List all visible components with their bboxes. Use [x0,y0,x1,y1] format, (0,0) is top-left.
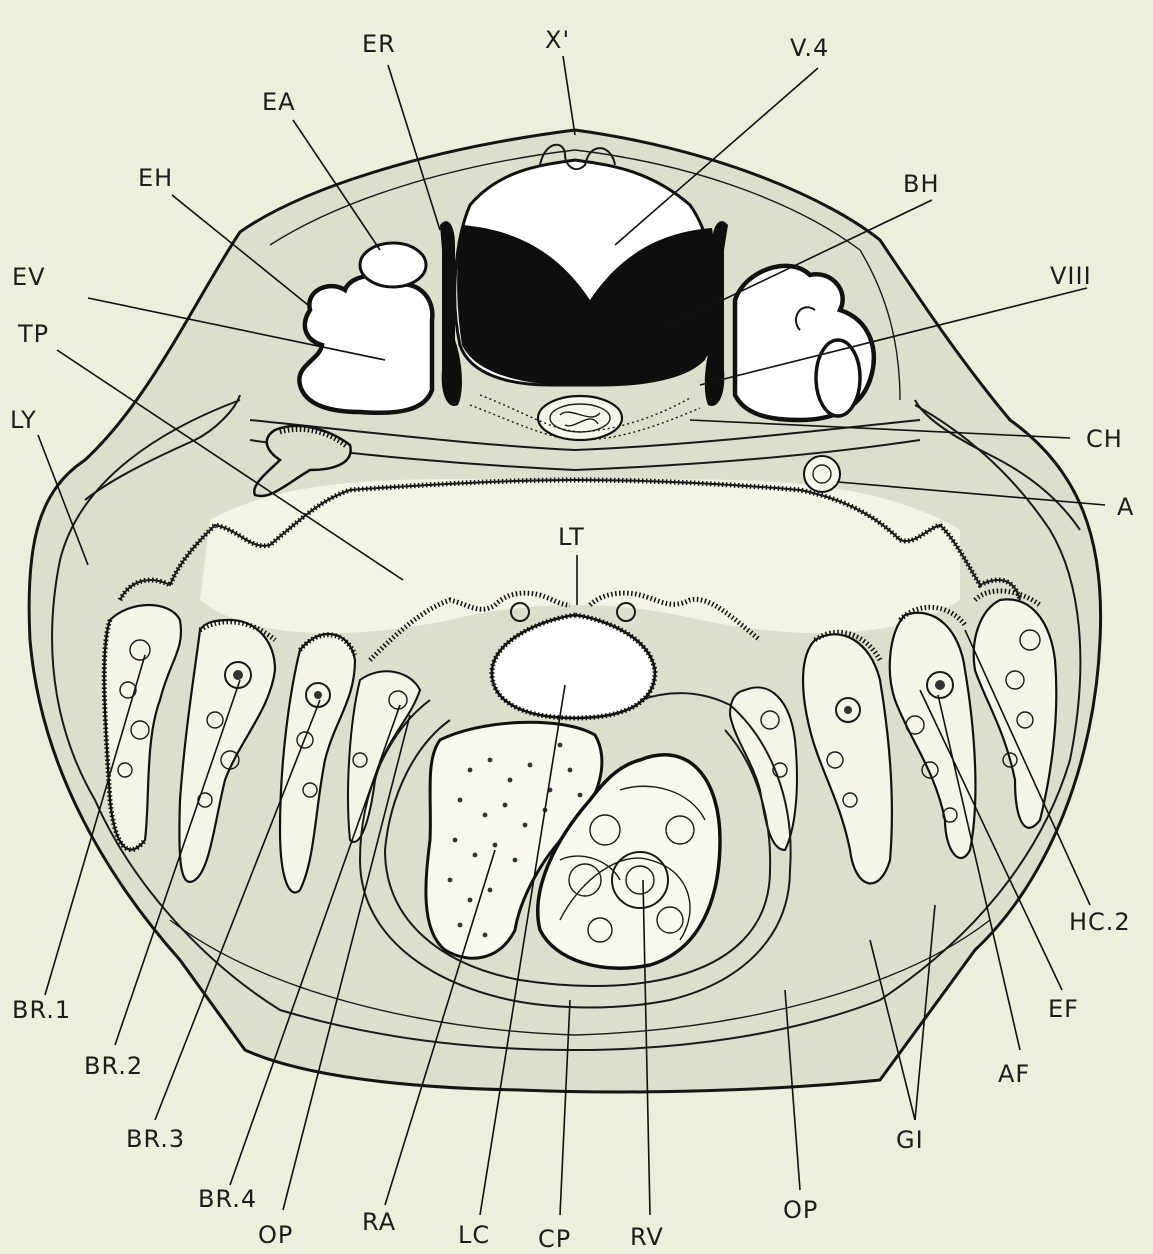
label-ch: CH [1086,425,1123,453]
label-lt: LT [558,523,585,551]
label-ef: EF [1048,995,1079,1023]
label-gi: GI [896,1126,924,1154]
label-ea: EA [262,88,296,116]
label-ev: EV [12,263,46,291]
label-tp: TP [17,320,49,348]
aorta [804,456,840,492]
label-op-right: OP [783,1196,818,1224]
label-a: A [1117,493,1134,521]
label-cp: CP [538,1225,571,1253]
label-v4: V.4 [790,34,829,62]
label-er: ER [362,30,396,58]
label-br2: BR.2 [84,1052,143,1080]
label-br4: BR.4 [198,1185,257,1213]
label-eh: EH [138,164,173,192]
label-ra: RA [362,1208,396,1236]
label-br3: BR.3 [126,1125,185,1153]
label-bh: BH [903,170,940,198]
label-rv: RV [630,1223,664,1251]
label-viii: VIII [1050,262,1092,290]
label-x: X' [545,26,570,54]
label-ly: LY [10,406,37,434]
label-op-left: OP [258,1221,293,1249]
label-br1: BR.1 [12,996,71,1024]
label-af: AF [998,1060,1030,1088]
thyroid-lumen [492,603,655,718]
label-lc: LC [458,1221,490,1249]
label-hc2: HC.2 [1069,908,1131,936]
